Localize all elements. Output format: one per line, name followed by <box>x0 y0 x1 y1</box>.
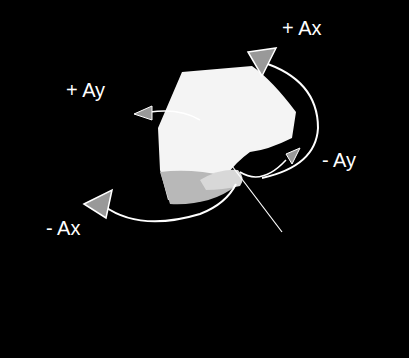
arrow-head <box>248 48 276 76</box>
rotation-arrow <box>262 62 318 178</box>
arrow-head <box>286 148 300 164</box>
rotation-arrow <box>240 160 286 177</box>
axis-line <box>232 166 282 232</box>
axis-label: - Ax <box>46 218 80 238</box>
arrow-head <box>84 190 112 218</box>
joint-surface <box>200 170 243 190</box>
arrow-head <box>134 106 152 120</box>
rotation-arrow <box>150 111 200 120</box>
axis-label: - Ay <box>322 150 356 170</box>
rotation-arrow <box>104 184 236 221</box>
axis-label: + Ay <box>66 80 105 100</box>
axis-label: + Ax <box>282 18 321 38</box>
